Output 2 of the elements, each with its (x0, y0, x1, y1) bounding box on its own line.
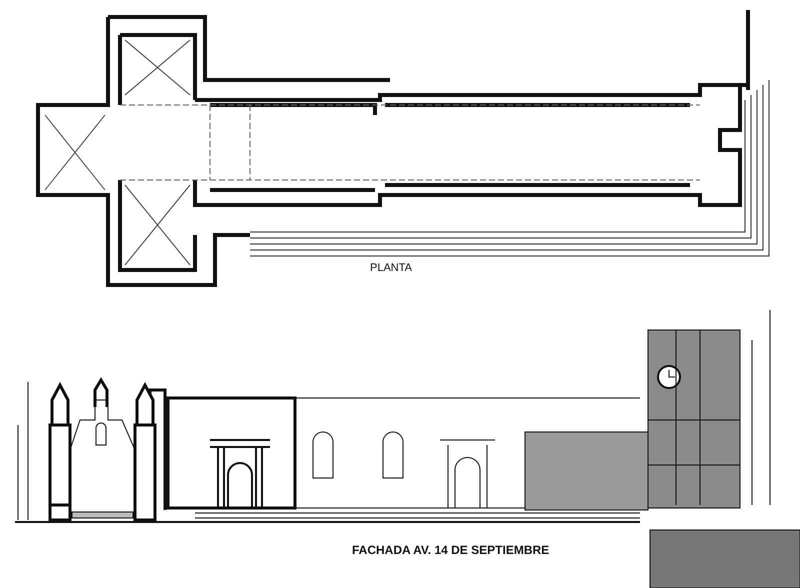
plan-title: PLANTA (370, 262, 412, 274)
elevation-title: FACHADA AV. 14 DE SEPTIEMBRE (352, 543, 550, 557)
